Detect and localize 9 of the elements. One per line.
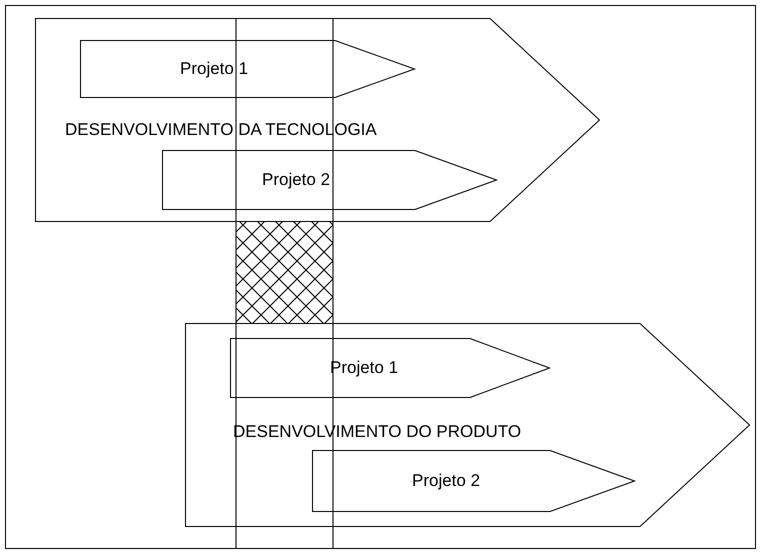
arrow-shape [35, 18, 600, 222]
arrow-shape [312, 450, 635, 512]
arrow-shape [80, 40, 415, 98]
arrow-label: Projeto 1 [180, 59, 248, 79]
arrow-shape [162, 150, 497, 210]
arrow-label: Projeto 2 [262, 170, 330, 190]
arrow-shape [230, 338, 550, 398]
arrow-shape [185, 323, 750, 527]
arrow-label: Projeto 2 [412, 471, 480, 491]
